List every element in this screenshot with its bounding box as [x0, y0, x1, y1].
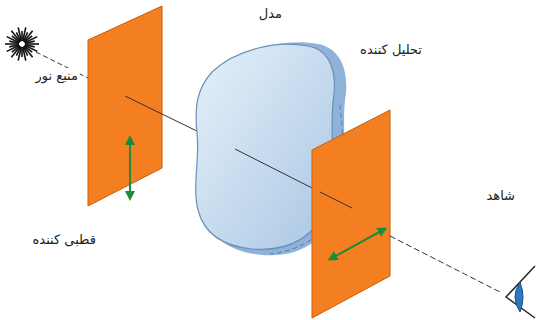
light-source-label: منبع نور — [34, 68, 80, 84]
polarizer-label: قطبی کننده — [31, 232, 98, 248]
light-source-symbol — [5, 27, 39, 60]
optical-axis — [390, 236, 500, 292]
observer-label: شاهد — [484, 188, 517, 204]
analyzer-label: تحلیل کننده — [358, 42, 424, 58]
model-label: مدل — [257, 6, 284, 22]
observer-eye — [506, 266, 535, 318]
analyzer-panel — [312, 110, 390, 318]
polarization-arrow — [129, 140, 131, 196]
polarization-arrow — [332, 230, 383, 258]
polarizer-panel — [88, 6, 162, 206]
optical-axis — [235, 149, 320, 192]
optical-axis — [320, 192, 352, 208]
optical-axis — [125, 96, 162, 114]
